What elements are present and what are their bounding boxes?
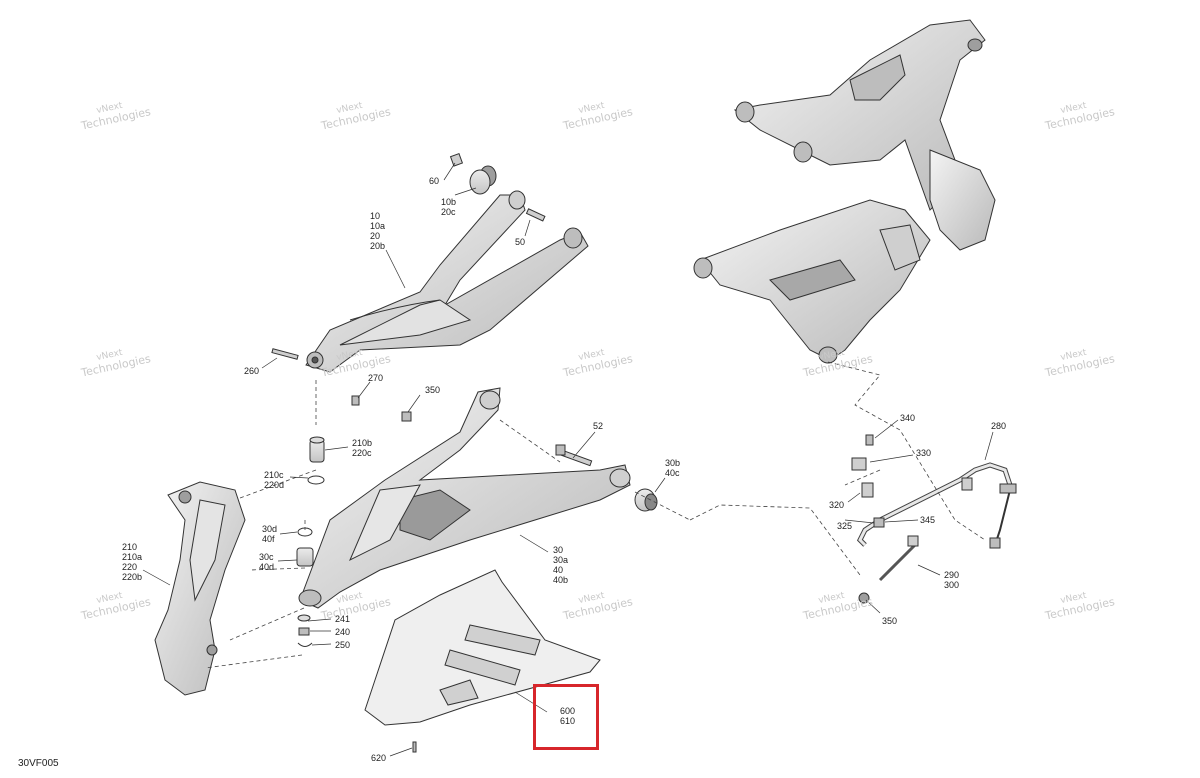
highlight-box [533, 684, 599, 750]
callout-325: 325 [837, 521, 853, 531]
sway-bar [851, 434, 1017, 604]
callout-250: 250 [335, 640, 351, 650]
skid-plate [364, 569, 601, 753]
callout-620: 620 [371, 753, 387, 763]
callout-340: 340 [900, 413, 916, 423]
upper-a-arm [305, 194, 589, 373]
callout-330: 330 [916, 448, 932, 458]
steering-knuckle [154, 481, 246, 696]
callout-350: 350 [425, 385, 441, 395]
figure-code: 30VF005 [18, 758, 59, 769]
assembly-dashed-lines [204, 361, 986, 669]
callout-52: 52 [593, 421, 604, 431]
callout-240: 240 [335, 627, 351, 637]
callout-leader-lines [142, 162, 994, 757]
callout-241: 241 [335, 614, 351, 624]
lower-a-arm [298, 387, 631, 609]
callout-60: 60 [429, 176, 440, 186]
callout-320: 320 [829, 500, 845, 510]
callout-350: 350 [882, 616, 898, 626]
callout-280: 280 [991, 421, 1007, 431]
callout-260: 260 [244, 366, 260, 376]
rear-suspension-assembly [693, 19, 996, 364]
ball-joints [271, 348, 360, 647]
callout-270: 270 [368, 373, 384, 383]
callout-345: 345 [920, 515, 936, 525]
lower-arm-hardware [401, 411, 658, 512]
callout-50: 50 [515, 237, 526, 247]
